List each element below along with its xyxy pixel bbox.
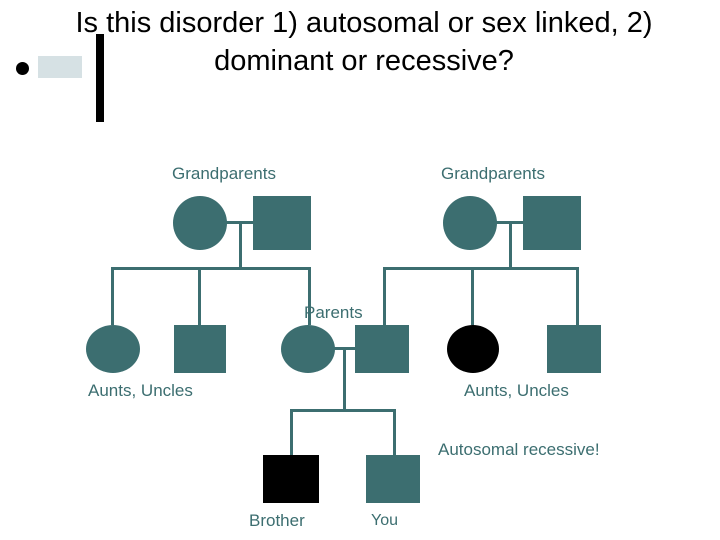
- gp1-male-square: [253, 196, 311, 250]
- drop-line-mother: [308, 267, 311, 325]
- you-square: [366, 455, 420, 503]
- brother-square-affected: [263, 455, 319, 503]
- decorative-smudge: [38, 56, 82, 78]
- gp2-female-circle: [443, 196, 497, 250]
- page-title: Is this disorder 1) autosomal or sex lin…: [75, 7, 661, 77]
- label-parents: Parents: [304, 303, 363, 322]
- label-aunts-uncles-left: Aunts, Uncles: [88, 381, 193, 400]
- decorative-vertical-bar: [96, 34, 104, 122]
- gp1-female-circle: [173, 196, 227, 250]
- answer-text: Autosomal recessive!: [438, 440, 600, 459]
- sibship-line-children: [290, 409, 396, 412]
- uncle-right-square: [547, 325, 601, 373]
- sibship-line-right: [383, 267, 579, 270]
- label-grandparents-right: Grandparents: [441, 164, 545, 183]
- mother-circle: [281, 325, 335, 373]
- aunt-right-circle-affected: [447, 325, 499, 373]
- drop-line-father: [383, 267, 386, 325]
- label-grandparents-left: Grandparents: [172, 164, 276, 183]
- aunt-left-circle: [86, 325, 140, 373]
- gp2-male-square: [523, 196, 581, 250]
- descent-line-children-vertical: [343, 347, 346, 411]
- descent-line-left-vertical: [239, 221, 242, 269]
- label-brother: Brother: [249, 511, 305, 530]
- drop-line-brother: [290, 409, 293, 455]
- father-square: [355, 325, 409, 373]
- descent-line-right-vertical: [509, 221, 512, 269]
- drop-line-aunt-right: [471, 267, 474, 325]
- drop-line-uncle-right: [576, 267, 579, 325]
- bullet-dot-icon: [16, 62, 29, 75]
- drop-line-uncle-left: [198, 267, 201, 325]
- drop-line-you: [393, 409, 396, 455]
- uncle-left-square: [174, 325, 226, 373]
- label-you: You: [371, 512, 398, 529]
- label-aunts-uncles-right: Aunts, Uncles: [464, 381, 569, 400]
- sibship-line-left: [111, 267, 311, 270]
- drop-line-aunt-left: [111, 267, 114, 325]
